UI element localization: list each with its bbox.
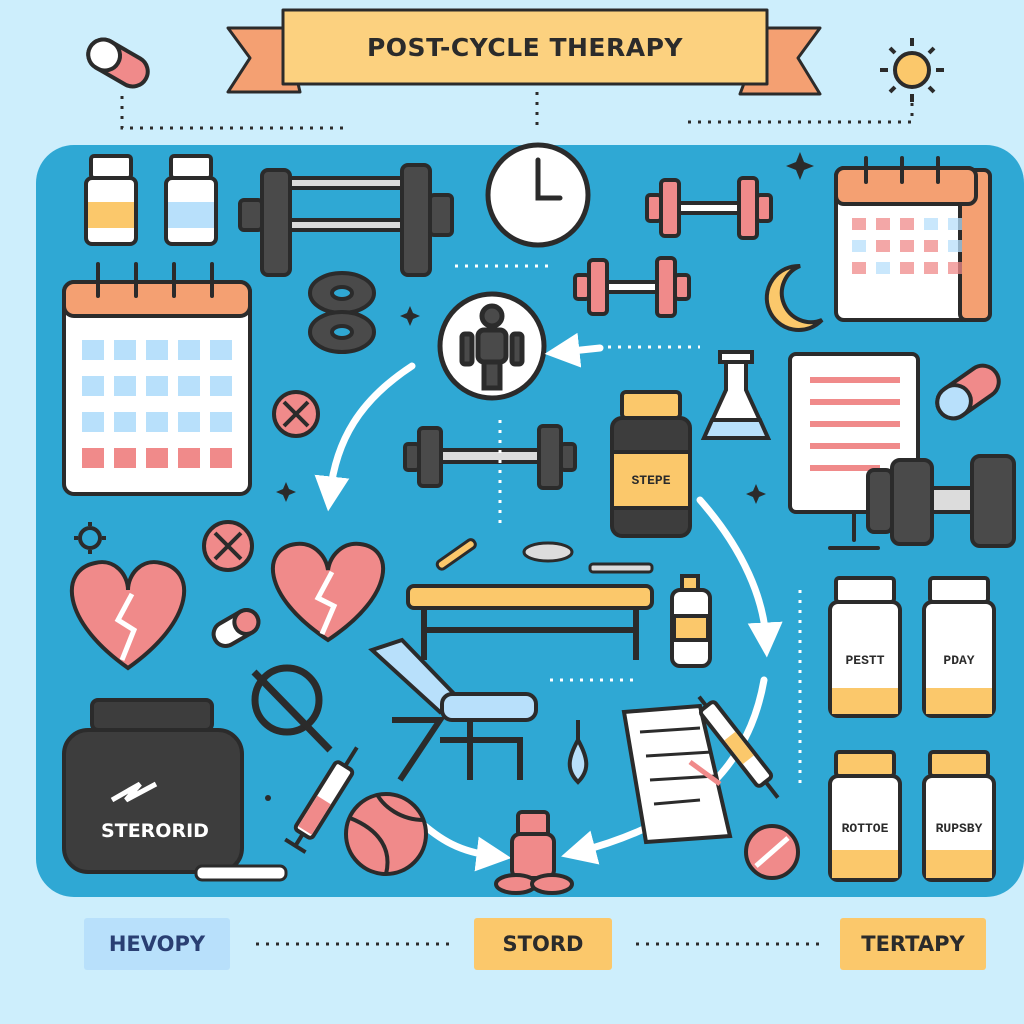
pill-icon: [935, 363, 1001, 421]
vial-icon: [828, 576, 902, 718]
no-sign-icon: [251, 664, 333, 753]
cross-icon: [272, 390, 320, 438]
jar-icon: [62, 698, 244, 874]
jar-label: STERORID: [101, 820, 209, 842]
bar-icon: [435, 538, 477, 571]
vial-icon: [922, 750, 996, 882]
syringe-icon: [194, 864, 288, 882]
vial-icon: [922, 576, 996, 718]
page-title: POST-CYCLE THERAPY: [366, 32, 684, 62]
moon-icon: [764, 263, 824, 332]
clock-icon: [485, 142, 591, 248]
dumbbell-icon: [573, 256, 691, 318]
vial-icon: [84, 154, 138, 246]
vial-label: ROTTOE: [841, 820, 889, 836]
bench-icon: [406, 584, 654, 660]
water-drop-icon: [567, 720, 589, 785]
person-icon: [437, 291, 547, 401]
dotted-guides: [455, 264, 802, 790]
cross-icon: [202, 520, 254, 572]
vial-label: PDAY: [943, 652, 975, 668]
bottle-icon: [610, 390, 692, 538]
dumbbell-icon: [866, 454, 1016, 548]
footer-tag: HEVOPY: [84, 918, 230, 970]
heart-broken-icon: [271, 541, 385, 643]
pill-icon: [494, 810, 574, 895]
bottle-icon: [670, 574, 712, 668]
footer-tag: TERTAPY: [840, 918, 986, 970]
sun-icon: [880, 38, 944, 102]
top-connectors: [120, 92, 914, 130]
syringe-icon: [697, 695, 780, 799]
weight-plates-icon: [308, 271, 376, 354]
vial-icon: [828, 750, 902, 882]
calendar-grid: [852, 218, 962, 274]
vial-label: RUPSBY: [935, 820, 983, 836]
sparkle-icon: [265, 152, 814, 801]
bench-icon: [368, 637, 538, 782]
bar-icon: [588, 562, 654, 574]
syringe-icon: [284, 746, 359, 854]
title-ribbon: [226, 8, 822, 96]
calendar-icon: [834, 156, 992, 322]
main-panel: [36, 145, 1024, 897]
gear-icon: [74, 522, 106, 554]
ball-icon: [344, 792, 428, 876]
pill-icon: [211, 608, 261, 648]
dumbbell-icon: [645, 176, 773, 240]
flask-icon: [700, 350, 772, 440]
vial-icon: [164, 154, 218, 246]
document-icon: [621, 703, 733, 845]
footer-tag: STORD: [474, 918, 612, 970]
dumbbell-icon: [403, 424, 577, 490]
heart-broken-icon: [70, 560, 186, 671]
calendar-grid: [82, 340, 232, 468]
barbell-icon: [238, 163, 454, 277]
bottle-label: STEPE: [631, 472, 671, 488]
pill-icon: [522, 541, 574, 563]
capsule-icon: [86, 37, 150, 89]
vial-label: PESTT: [845, 652, 885, 668]
pill-icon: [744, 824, 800, 880]
